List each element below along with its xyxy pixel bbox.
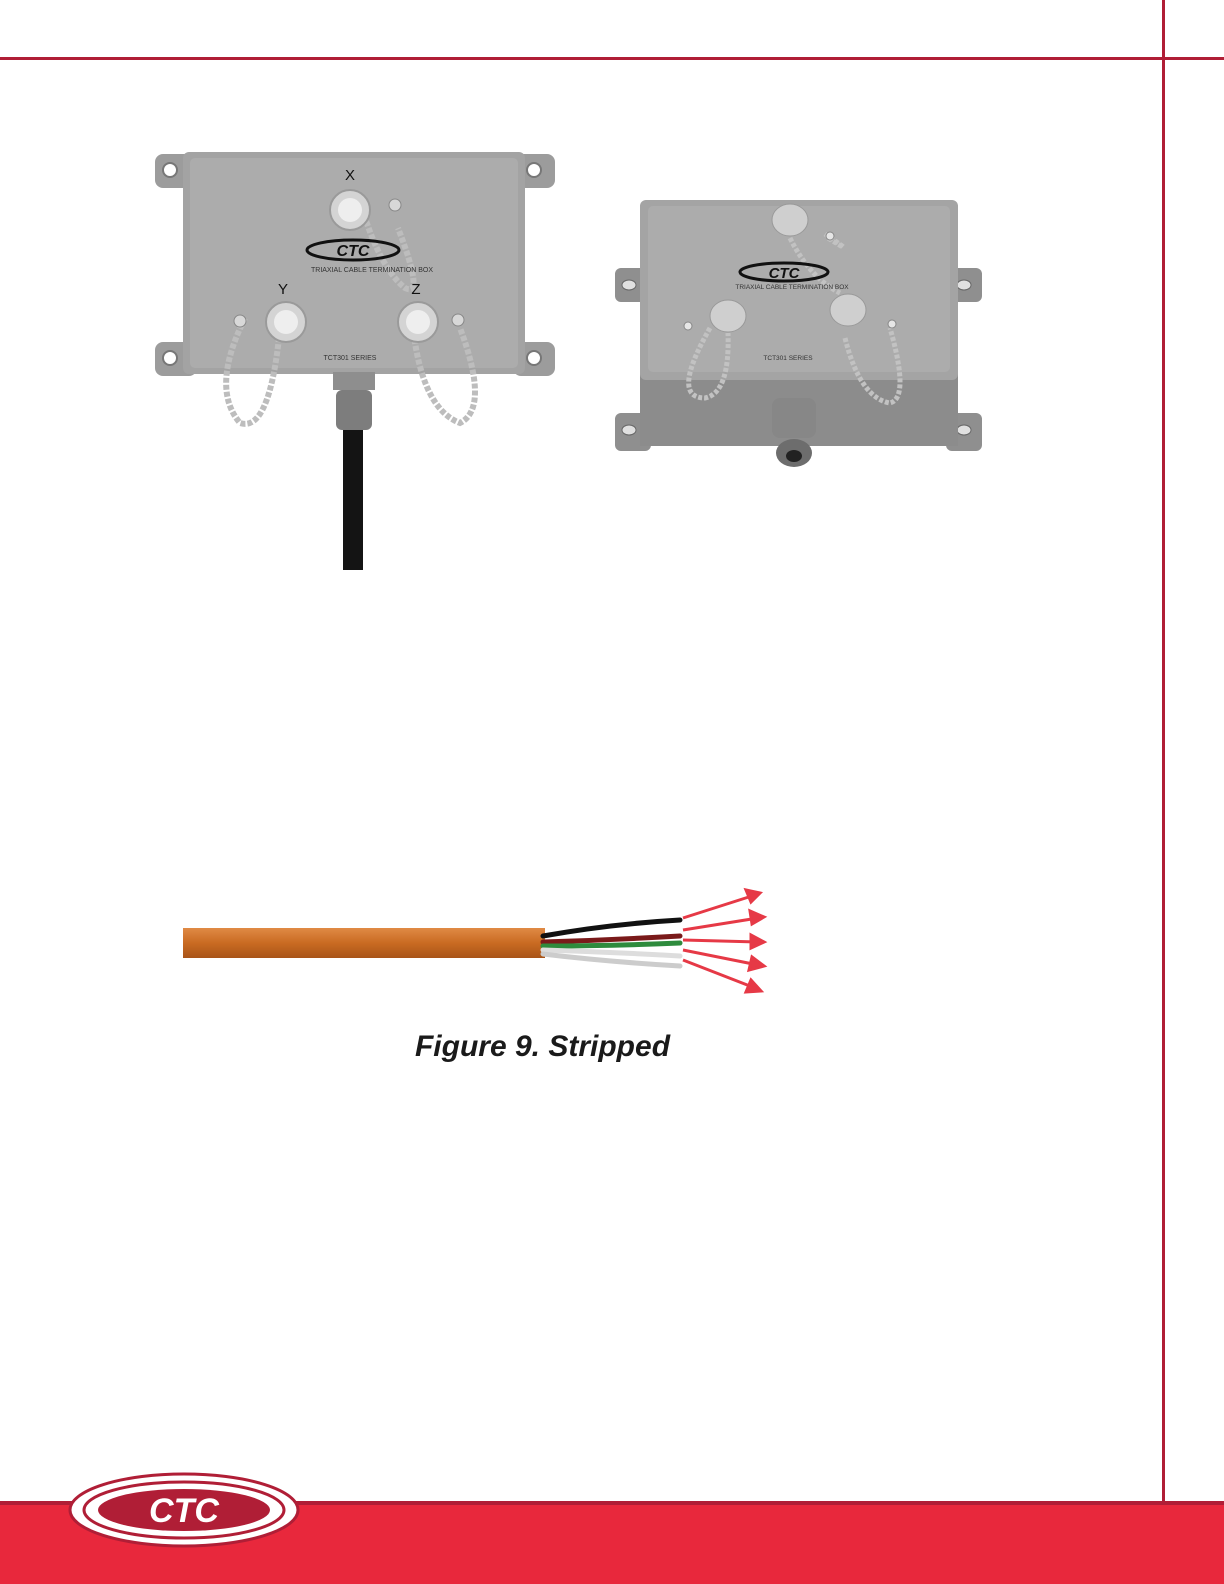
cable-wires <box>543 920 680 966</box>
connector-right <box>830 294 866 326</box>
cable <box>343 430 363 570</box>
figure-caption: Figure 9. Stripped <box>0 1030 1085 1064</box>
axis-label-y: Y <box>278 281 288 298</box>
termination-box-front-image: X Y Z CTC TRIAXIAL CABLE TERMINATION BOX… <box>150 148 560 578</box>
axis-label-x: X <box>345 167 355 184</box>
ctc-footer-logo: CTC <box>66 1470 302 1550</box>
stripped-cable-image <box>180 880 780 1010</box>
screw-tab <box>452 314 464 326</box>
screw-tab <box>826 232 834 240</box>
series-text: TCT301 SERIES <box>763 355 813 362</box>
screw-tab <box>234 315 246 327</box>
header-rule <box>0 57 1224 60</box>
connector-z <box>398 302 438 342</box>
footer-logo-text: CTC <box>149 1492 219 1530</box>
pointer-arrows <box>683 890 764 992</box>
series-text: TCT301 SERIES <box>324 355 377 362</box>
brand-text: CTC <box>337 243 370 260</box>
screw-tab <box>389 199 401 211</box>
connector-y <box>266 302 306 342</box>
right-margin-rule <box>1162 0 1165 1584</box>
connector-top <box>772 204 808 236</box>
product-text: TRIAXIAL CABLE TERMINATION BOX <box>311 267 433 274</box>
connector-left <box>710 300 746 332</box>
cable-jacket <box>183 928 545 958</box>
screw-tab <box>684 322 692 330</box>
termination-box-angled-image: CTC TRIAXIAL CABLE TERMINATION BOX TCT30… <box>610 198 990 478</box>
axis-label-z: Z <box>411 281 420 298</box>
cable-gland <box>333 372 375 390</box>
cable-gland <box>772 398 816 438</box>
brand-text: CTC <box>769 265 801 282</box>
screw-tab <box>888 320 896 328</box>
connector-x <box>330 190 370 230</box>
product-text: TRIAXIAL CABLE TERMINATION BOX <box>735 284 849 291</box>
